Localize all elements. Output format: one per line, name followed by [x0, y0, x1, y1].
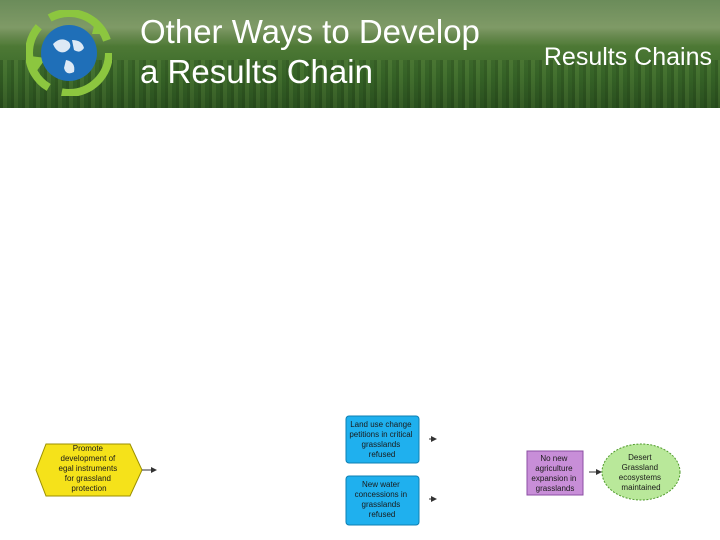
result-node-water-line: New water: [362, 480, 400, 489]
header-banner: Other Ways to Develop a Results Chain Re…: [0, 0, 720, 108]
result-node-water-line: grasslands: [362, 500, 401, 509]
strategy-node-line: development of: [61, 454, 116, 463]
result-node-water-line: concessions in: [355, 490, 407, 499]
page-title: Other Ways to Develop a Results Chain: [140, 12, 480, 92]
strategy-node-shape: [35, 443, 143, 497]
result-node-land-use-line: Land use change: [350, 420, 412, 429]
banner-sky: [0, 0, 720, 46]
result-node-water-label: New water concessions in grasslands refu…: [355, 480, 410, 519]
result-node-land-use-line: grasslands: [362, 440, 401, 449]
banner-grass: [0, 60, 720, 108]
result-node-water-shape: [345, 475, 420, 526]
strategy-node-line: Promote: [73, 444, 104, 453]
result-node-agriculture-line: agriculture: [535, 464, 573, 473]
result-node-land-use-line: petitions in critical: [349, 430, 412, 439]
strategy-node-line: for grassland: [65, 474, 111, 483]
strategy-node-line: protection: [71, 484, 106, 493]
result-node-agriculture[interactable]: No new agriculture expansion in grasslan…: [526, 450, 584, 496]
result-node-land-use[interactable]: Land use change petitions in critical gr…: [345, 415, 420, 464]
strategy-node[interactable]: Promote development of egal instruments …: [35, 443, 143, 497]
strategy-node-line: egal instruments: [59, 464, 118, 473]
page-title-line-1: Other Ways to Develop: [140, 13, 480, 50]
target-node-label: Desert Grassland ecosystems maintained: [619, 453, 663, 492]
target-node-line: Grassland: [622, 463, 658, 472]
target-node-line: maintained: [621, 483, 660, 492]
page-title-line-2: a Results Chain: [140, 53, 373, 90]
target-node[interactable]: Desert Grassland ecosystems maintained: [601, 443, 681, 501]
globe-recycle-logo-icon: [26, 10, 112, 96]
result-node-agriculture-line: grasslands: [536, 484, 575, 493]
result-node-agriculture-line: expansion in: [531, 474, 576, 483]
result-node-land-use-line: refused: [369, 450, 396, 459]
result-node-agriculture-label: No new agriculture expansion in grasslan…: [531, 454, 578, 493]
result-node-agriculture-line: No new: [540, 454, 567, 463]
target-node-line: Desert: [628, 453, 652, 462]
result-node-land-use-label: Land use change petitions in critical gr…: [349, 420, 414, 459]
result-node-land-use-shape: [345, 415, 420, 464]
result-node-water[interactable]: New water concessions in grasslands refu…: [345, 475, 420, 526]
section-subtitle: Results Chains: [543, 43, 712, 71]
result-node-agriculture-shape: [526, 450, 584, 496]
target-node-shape: [601, 443, 681, 501]
result-node-water-line: refused: [369, 510, 396, 519]
target-node-line: ecosystems: [619, 473, 661, 482]
strategy-node-label: Promote development of egal instruments …: [59, 444, 120, 493]
